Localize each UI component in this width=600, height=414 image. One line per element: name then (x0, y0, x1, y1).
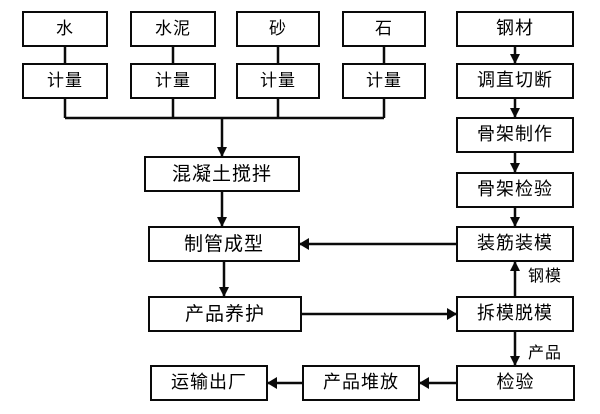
node-transport-out[interactable]: 运输出厂 (150, 365, 268, 401)
node-label: 拆模脱模 (477, 303, 553, 324)
node-label: 调直切断 (477, 70, 553, 91)
node-label: 计量 (366, 70, 402, 91)
node-label: 混凝土搅拌 (171, 162, 272, 185)
node-metering-sand[interactable]: 计量 (236, 63, 320, 99)
node-frame-inspection[interactable]: 骨架检验 (456, 172, 574, 208)
node-label: 产品养护 (184, 302, 265, 325)
node-label: 计量 (47, 70, 83, 91)
node-sand[interactable]: 砂 (236, 11, 320, 47)
node-stone[interactable]: 石 (342, 11, 426, 47)
node-label: 石 (375, 18, 393, 39)
node-label: 装筋装模 (477, 233, 553, 254)
node-label: 检验 (496, 372, 535, 393)
node-final-inspection[interactable]: 检验 (456, 365, 575, 401)
node-frame-fabrication[interactable]: 骨架制作 (456, 117, 574, 153)
node-product-curing[interactable]: 产品养护 (148, 296, 302, 332)
node-metering-cement[interactable]: 计量 (130, 63, 216, 99)
node-label: 钢材 (496, 18, 534, 39)
node-label: 骨架检验 (477, 179, 553, 200)
node-demoulding[interactable]: 拆模脱模 (456, 296, 574, 332)
node-water[interactable]: 水 (22, 11, 108, 47)
node-metering-water[interactable]: 计量 (22, 63, 108, 99)
node-straighten-cut[interactable]: 调直切断 (456, 63, 574, 99)
node-label: 水 (56, 18, 74, 39)
node-steel-material[interactable]: 钢材 (456, 11, 574, 47)
edge-label-steel-mould: 钢模 (528, 266, 563, 285)
node-label: 水泥 (155, 18, 191, 39)
node-label: 骨架制作 (477, 124, 553, 145)
node-label: 制管成型 (183, 232, 264, 255)
node-label: 砂 (269, 18, 287, 39)
edge-label-product: 产品 (528, 343, 563, 362)
node-metering-stone[interactable]: 计量 (342, 63, 426, 99)
node-label: 产品堆放 (323, 372, 399, 393)
node-product-stacking[interactable]: 产品堆放 (302, 365, 420, 401)
node-concrete-mixing[interactable]: 混凝土搅拌 (144, 156, 300, 192)
node-label: 计量 (155, 70, 191, 91)
node-pipe-forming[interactable]: 制管成型 (148, 226, 300, 262)
node-rebar-mould-install[interactable]: 装筋装模 (456, 226, 574, 262)
node-label: 运输出厂 (171, 372, 247, 393)
node-label: 计量 (260, 70, 296, 91)
node-cement[interactable]: 水泥 (130, 11, 216, 47)
